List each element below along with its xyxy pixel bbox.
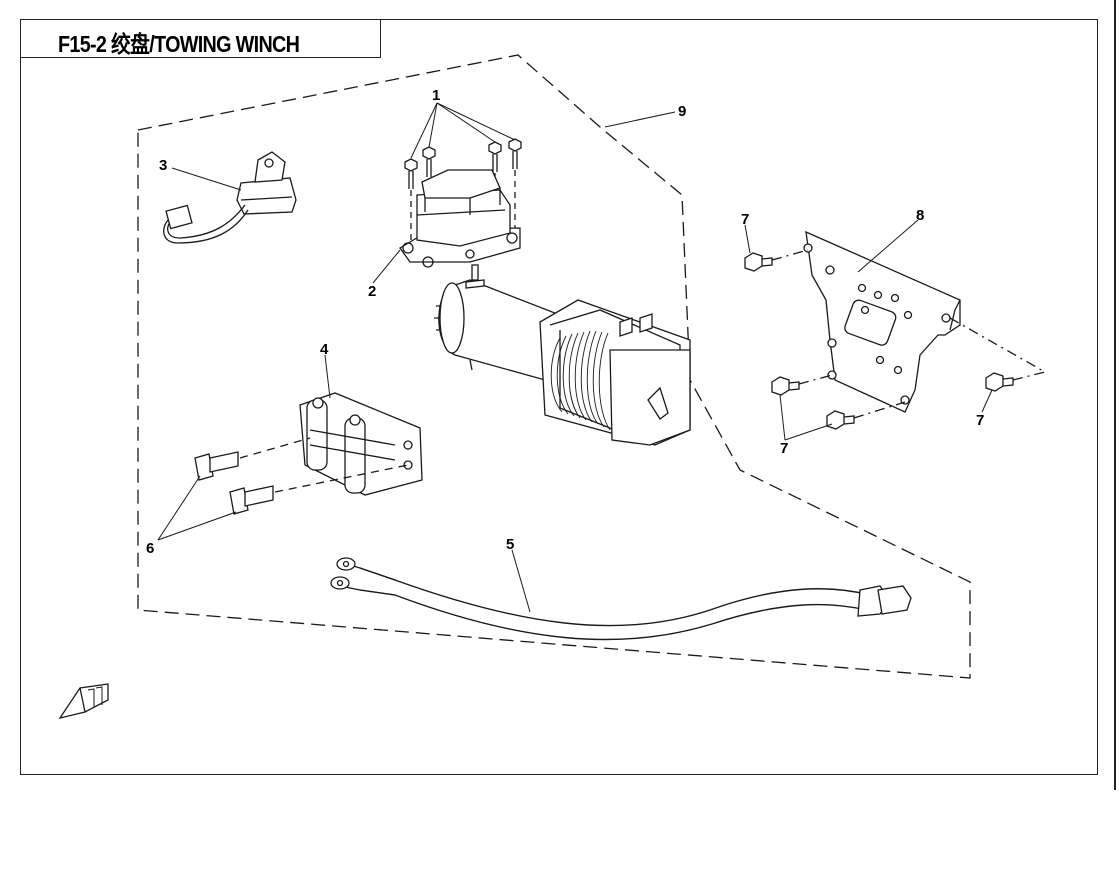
fwd-arrow-icon xyxy=(58,683,109,720)
plate-bolt-alignment xyxy=(771,249,1046,419)
part-battery-cable xyxy=(330,557,912,641)
callout-7-bottom-left: 7 xyxy=(780,440,788,457)
part-roller-fairlead xyxy=(299,392,423,496)
callout-2: 2 xyxy=(368,283,376,300)
part-fairlead-bolts xyxy=(194,451,274,515)
diagram-frame xyxy=(20,19,1098,775)
callout-3: 3 xyxy=(159,157,167,174)
leader-lines xyxy=(157,102,993,613)
callout-1: 1 xyxy=(432,87,440,104)
callout-7-right: 7 xyxy=(976,412,984,429)
callout-7-top: 7 xyxy=(741,211,749,228)
title-box: F15-2 绞盘/TOWING WINCH xyxy=(20,19,381,58)
diagram-title: F15-2 绞盘/TOWING WINCH xyxy=(58,31,300,57)
callout-8: 8 xyxy=(916,207,924,224)
part-switch-with-cable xyxy=(163,151,297,244)
callout-6: 6 xyxy=(146,540,154,557)
callout-4: 4 xyxy=(320,341,329,358)
callout-5: 5 xyxy=(506,536,514,553)
callout-9: 9 xyxy=(678,103,686,120)
fairlead-bolt-alignment xyxy=(239,437,409,493)
part-mounting-plate xyxy=(803,230,961,413)
part-control-box xyxy=(399,169,521,268)
part-winch xyxy=(434,264,691,446)
page-edge-line xyxy=(1114,0,1116,790)
assembly-boundary xyxy=(137,54,971,679)
